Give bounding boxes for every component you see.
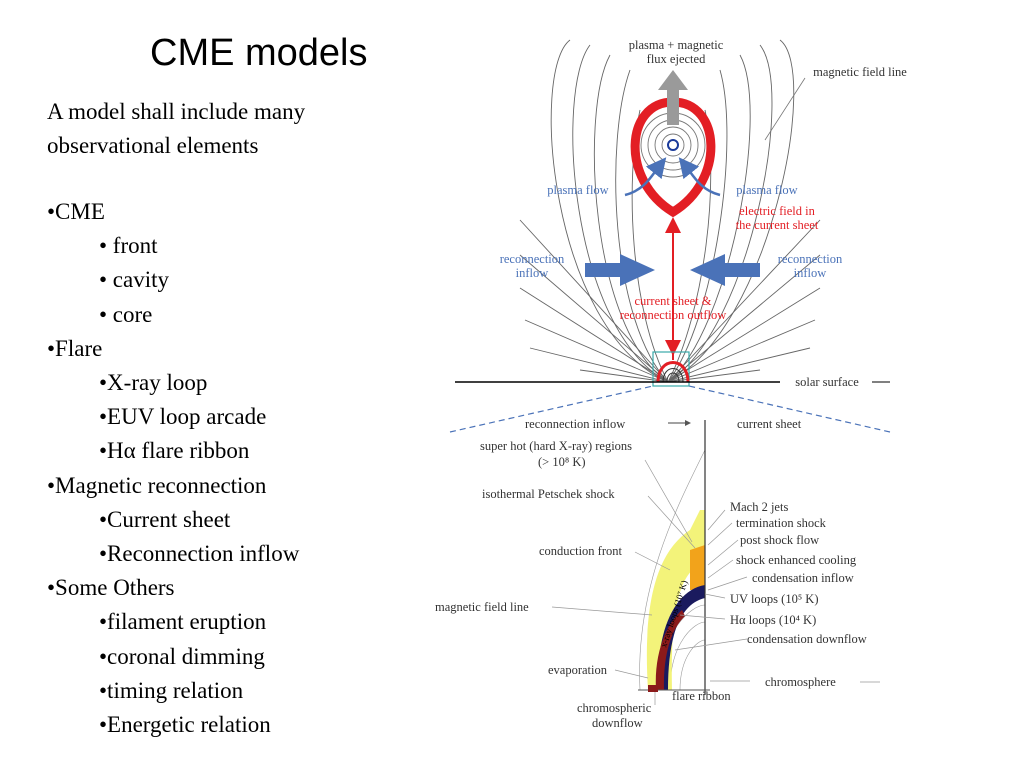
field-line-leader bbox=[764, 77, 806, 141]
label-termination: termination shock bbox=[736, 516, 827, 530]
svg-text:the current sheet: the current sheet bbox=[736, 218, 819, 232]
svg-text:flux ejected: flux ejected bbox=[647, 52, 706, 66]
bottom-labels: reconnection inflow current sheet super … bbox=[435, 417, 867, 730]
label-field-line: magnetic field line bbox=[813, 65, 907, 79]
label-conduction: conduction front bbox=[539, 544, 622, 558]
zoom-line-right bbox=[688, 385, 891, 433]
svg-text:inflow: inflow bbox=[516, 266, 549, 280]
bottom-leaders bbox=[551, 459, 880, 705]
sub-bullet-item: •coronal dimming bbox=[99, 643, 265, 669]
halpha-loop-maroon bbox=[655, 610, 685, 690]
label-evaporation: evaporation bbox=[548, 663, 608, 677]
sub-bullet-item: • cavity bbox=[99, 267, 169, 293]
label-reconnection-inflow: reconnection inflow bbox=[525, 417, 625, 431]
label-halpha-loops: Hα loops (10⁴ K) bbox=[730, 613, 816, 627]
field-lines bbox=[519, 39, 821, 383]
zoom-line-left bbox=[449, 385, 654, 433]
label-chromo-downflow: chromospheric bbox=[577, 701, 652, 715]
label-current-sheet-outflow: current sheet & bbox=[634, 294, 711, 308]
sub-bullet-item: •Reconnection inflow bbox=[99, 541, 300, 567]
ejection-arrow bbox=[658, 70, 688, 125]
sub-bullet-item: •Current sheet bbox=[99, 506, 231, 532]
label-plasma-ejected: plasma + magnetic bbox=[629, 38, 724, 52]
label-current-sheet: current sheet bbox=[737, 417, 802, 431]
sub-bullet-item: •X-ray loop bbox=[99, 370, 208, 396]
intro-text: A model shall include many observational… bbox=[47, 99, 306, 158]
plasma-flow-arrow-left bbox=[624, 157, 667, 197]
svg-text:reconnection outflow: reconnection outflow bbox=[620, 308, 727, 322]
label-plasma-flow-right: plasma flow bbox=[736, 183, 797, 197]
bullet-item: •Some Others bbox=[47, 575, 175, 601]
label-flare-ribbon: flare ribbon bbox=[672, 689, 731, 703]
sub-bullet-item: •timing relation bbox=[99, 677, 244, 703]
label-inflow-right: reconnection bbox=[778, 252, 843, 266]
flare-loops-small bbox=[656, 361, 690, 383]
sub-bullet-item: • front bbox=[99, 233, 158, 259]
label-inflow-left: reconnection bbox=[500, 252, 565, 266]
label-plasma-flow-left: plasma flow bbox=[547, 183, 608, 197]
termination-shock-orange bbox=[690, 545, 705, 590]
sub-bullet-item: •EUV loop arcade bbox=[99, 404, 267, 430]
bullet-item: •CME bbox=[47, 199, 105, 224]
label-efield: electric field in bbox=[739, 204, 815, 218]
label-condensation-downflow: condensation downflow bbox=[747, 632, 867, 646]
bullet-item: •Magnetic reconnection bbox=[47, 472, 267, 498]
sub-bullet-item: •Hα flare ribbon bbox=[99, 438, 250, 464]
plasma-flow-arrow-right bbox=[678, 157, 721, 197]
flare-ribbon-mark bbox=[648, 685, 658, 692]
label-cooling: shock enhanced cooling bbox=[736, 553, 857, 567]
label-condensation-inflow: condensation inflow bbox=[752, 571, 854, 585]
sub-bullet-item: • core bbox=[99, 301, 153, 327]
sub-bullet-item: •filament eruption bbox=[99, 609, 267, 635]
svg-text:(> 10⁸ K): (> 10⁸ K) bbox=[538, 455, 586, 469]
sub-bullet-item: •Energetic relation bbox=[99, 712, 271, 738]
label-super-hot: super hot (hard X-ray) regions bbox=[480, 439, 632, 453]
cme-model-diagram: plasma + magnetic flux ejected magnetic … bbox=[435, 38, 908, 730]
flare-zoom-box bbox=[652, 351, 690, 387]
label-uv-loops: UV loops (10⁵ K) bbox=[730, 592, 819, 606]
label-post-shock: post shock flow bbox=[740, 533, 819, 547]
svg-text:downflow: downflow bbox=[592, 716, 643, 730]
inflow-arrow-left bbox=[585, 254, 655, 286]
label-field-line-bottom: magnetic field line bbox=[435, 600, 529, 614]
label-solar-surface: solar surface bbox=[795, 375, 859, 389]
label-chromosphere: chromosphere bbox=[765, 675, 836, 689]
bullet-item: •Flare bbox=[47, 335, 103, 361]
label-petschek: isothermal Petschek shock bbox=[482, 487, 615, 501]
svg-text:inflow: inflow bbox=[794, 266, 827, 280]
inflow-arrow-right bbox=[690, 254, 760, 286]
label-mach2: Mach 2 jets bbox=[730, 500, 788, 514]
slide-title: CME models bbox=[150, 32, 368, 74]
bullet-list: •CME • front • cavity • core •Flare •X-ray lo… bbox=[47, 195, 299, 742]
top-labels: plasma + magnetic flux ejected magnetic … bbox=[500, 38, 908, 389]
